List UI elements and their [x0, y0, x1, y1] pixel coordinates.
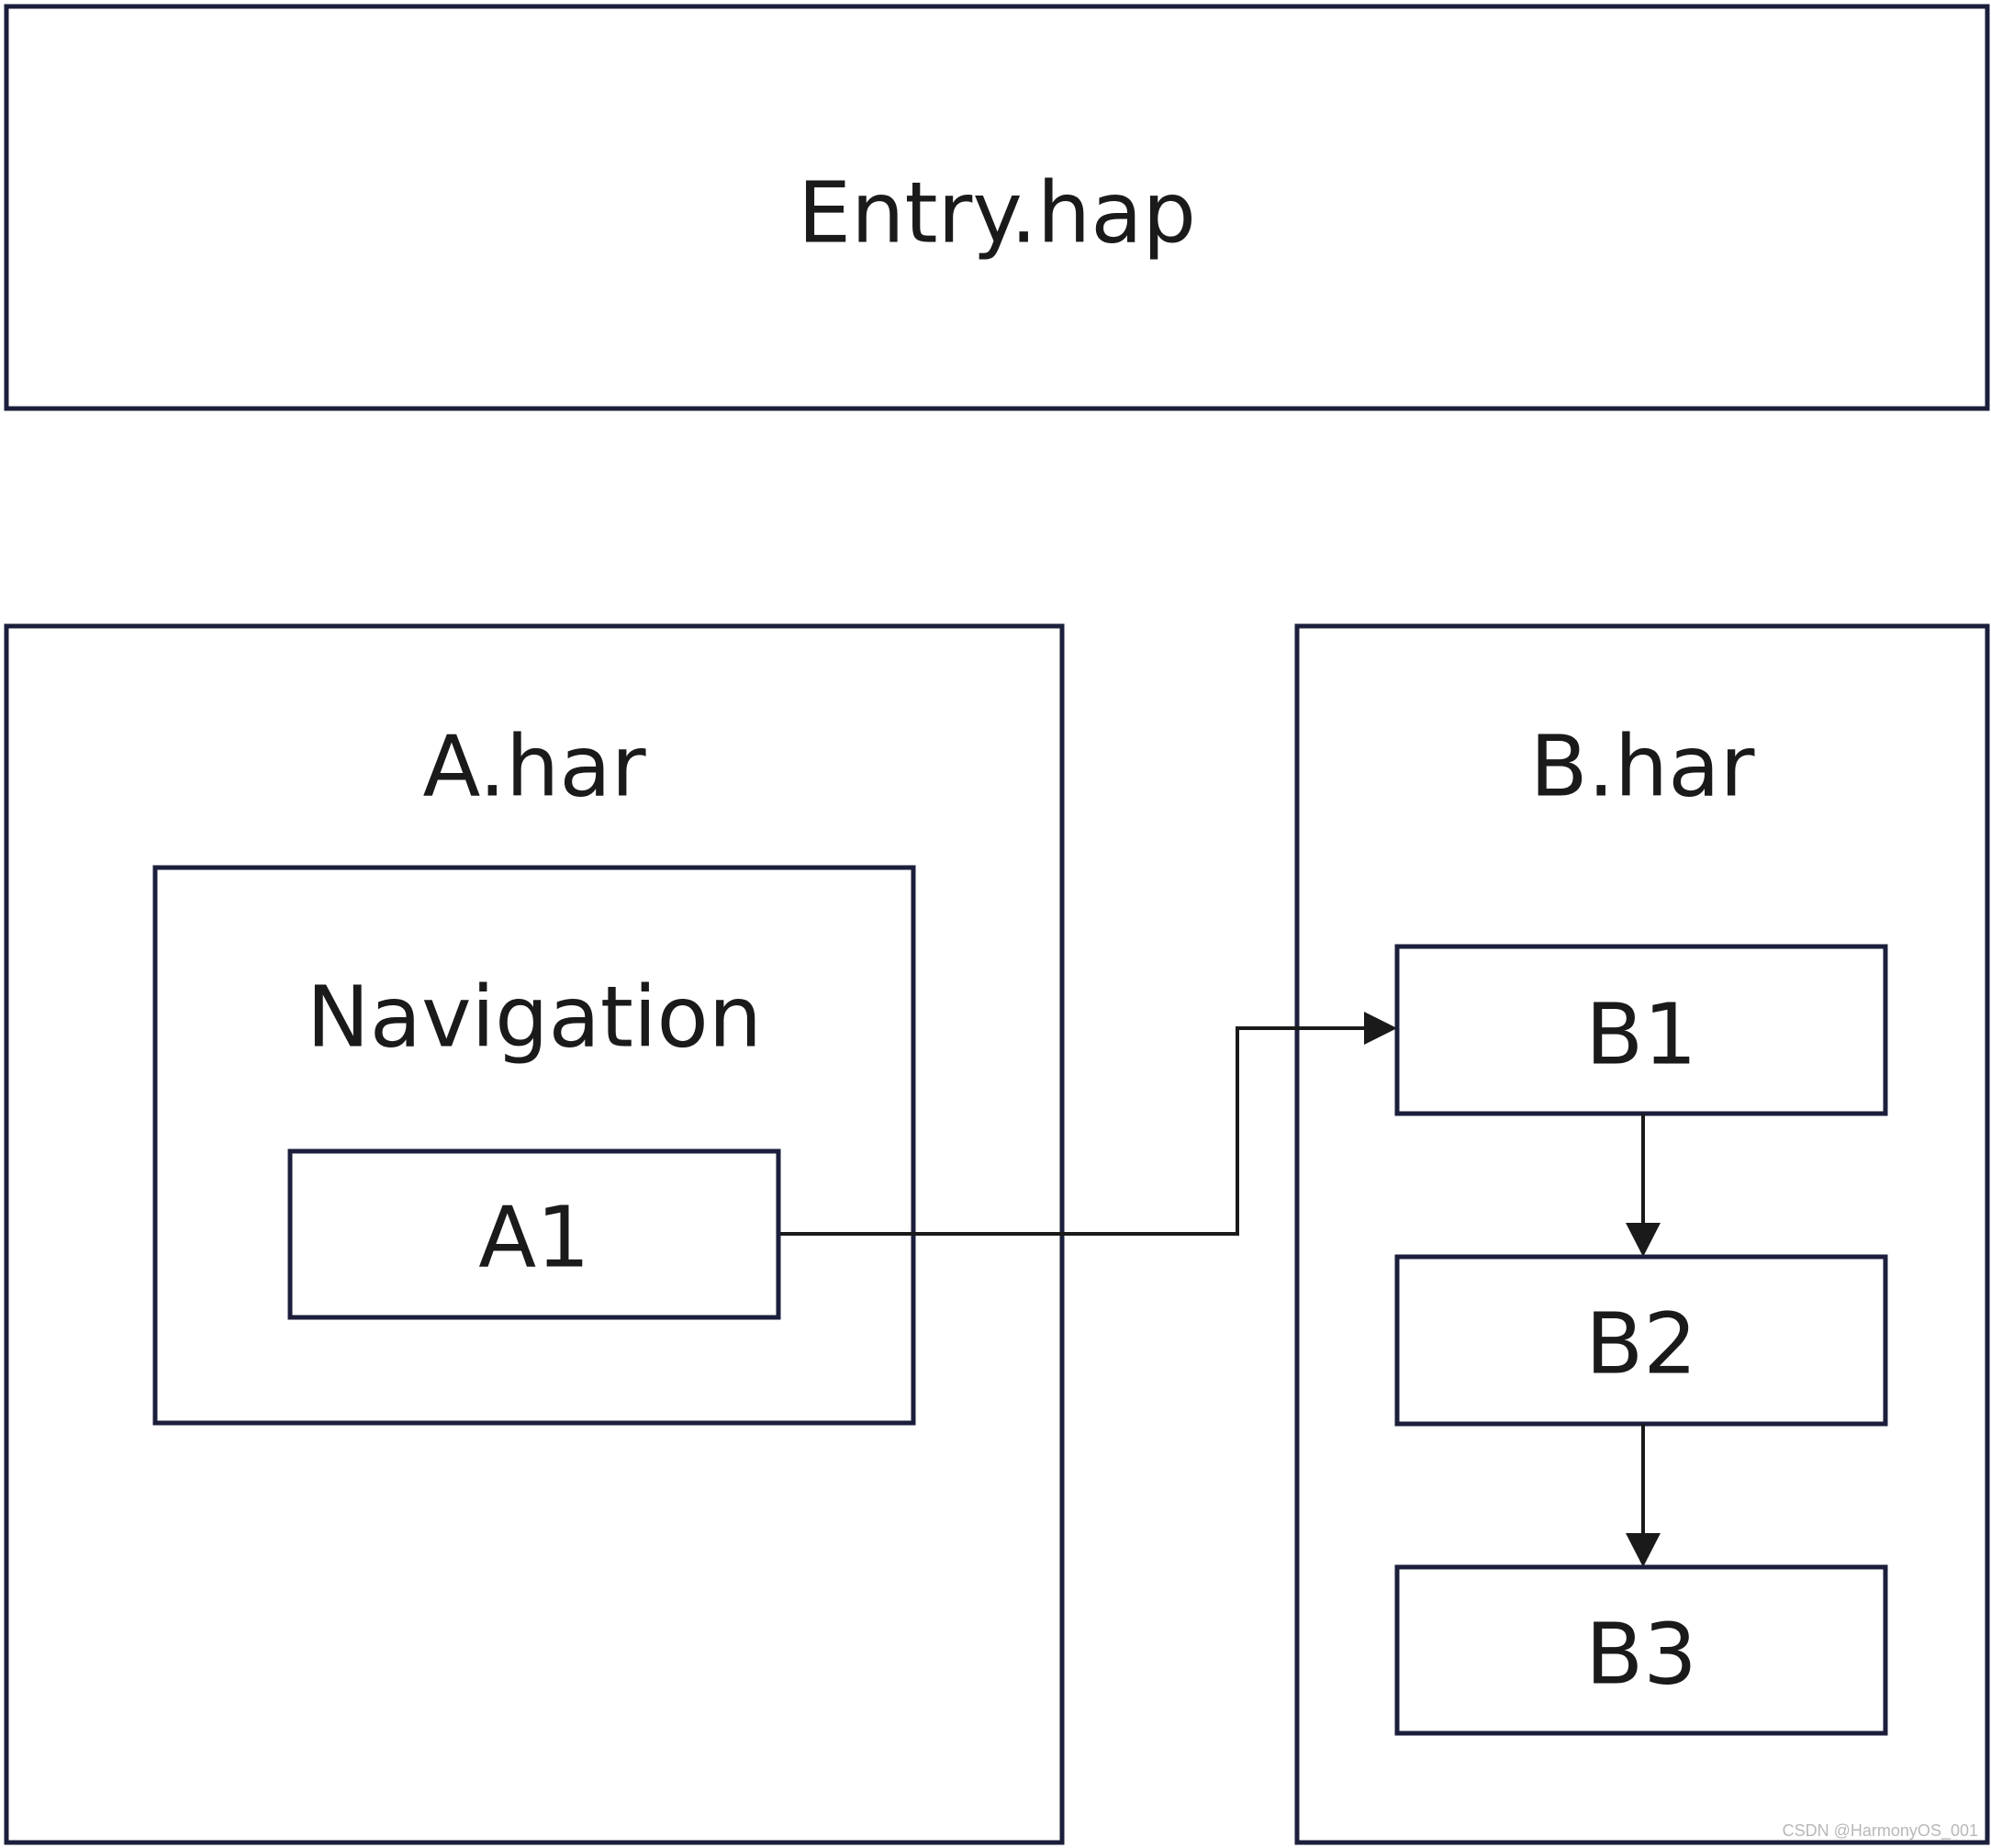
arrowhead-b1	[1364, 1012, 1397, 1045]
entry-hap-node: Entry.hap	[4, 4, 1990, 411]
watermark-text: CSDN @HarmonyOS_001	[1783, 1821, 1978, 1841]
a1-label: A1	[478, 1189, 589, 1287]
edge-a1-to-b1	[778, 1012, 1397, 1236]
edge-b2-to-b3	[1626, 1424, 1661, 1567]
b1-node: B1	[1394, 944, 1888, 1116]
b1-label: B1	[1585, 986, 1697, 1084]
b2-label: B2	[1585, 1295, 1697, 1394]
a1-node: A1	[287, 1148, 781, 1320]
navigation-node: Navigation	[152, 865, 916, 1426]
arrowhead-b3	[1626, 1533, 1661, 1567]
b2-node: B2	[1394, 1254, 1888, 1427]
a-har-label: A.har	[422, 718, 645, 816]
b-har-label: B.har	[1530, 718, 1755, 816]
navigation-label: Navigation	[307, 969, 762, 1067]
b3-node: B3	[1394, 1564, 1888, 1736]
edge-b1-to-b2	[1626, 1114, 1661, 1257]
entry-hap-label: Entry.hap	[798, 164, 1196, 263]
arrowhead-b2	[1626, 1223, 1661, 1257]
b3-label: B3	[1585, 1606, 1697, 1704]
